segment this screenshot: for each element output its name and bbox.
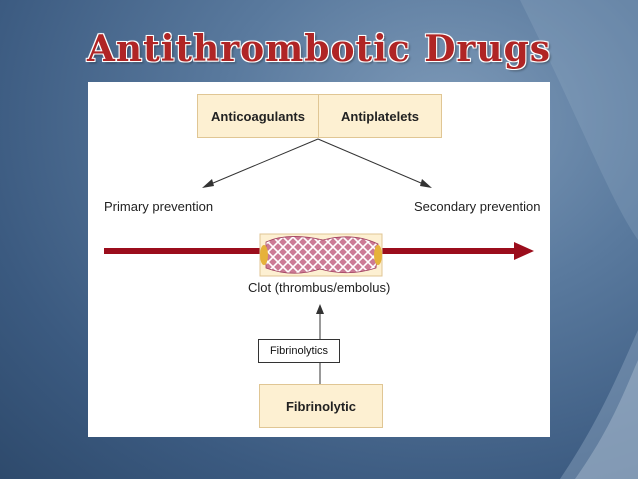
arrowhead-primary	[202, 179, 214, 188]
clot-label: Clot (thrombus/embolus)	[248, 280, 391, 295]
secondary-prevention-label: Secondary prevention	[414, 199, 541, 214]
arrow-to-secondary	[317, 138, 429, 187]
main-arrow-head	[514, 242, 534, 260]
arrow-to-primary	[205, 138, 319, 187]
anticoagulants-box: Anticoagulants	[197, 94, 319, 138]
slide-title: Antithrombotic Drugs	[86, 28, 552, 70]
clot-end-right	[374, 245, 382, 265]
antiplatelets-box: Antiplatelets	[318, 94, 442, 138]
arrow-up-head	[316, 304, 324, 314]
diagram-panel: Anticoagulants Antiplatelets Primary pre…	[88, 82, 550, 437]
diagram-arrows	[104, 138, 534, 384]
clot-mass	[265, 236, 379, 274]
arrowhead-secondary	[420, 179, 432, 188]
primary-prevention-label: Primary prevention	[104, 199, 214, 214]
fibrinolytics-callout: Fibrinolytics	[258, 339, 340, 363]
fibrinolytic-box: Fibrinolytic	[259, 384, 383, 428]
clot-end-left	[260, 245, 268, 265]
